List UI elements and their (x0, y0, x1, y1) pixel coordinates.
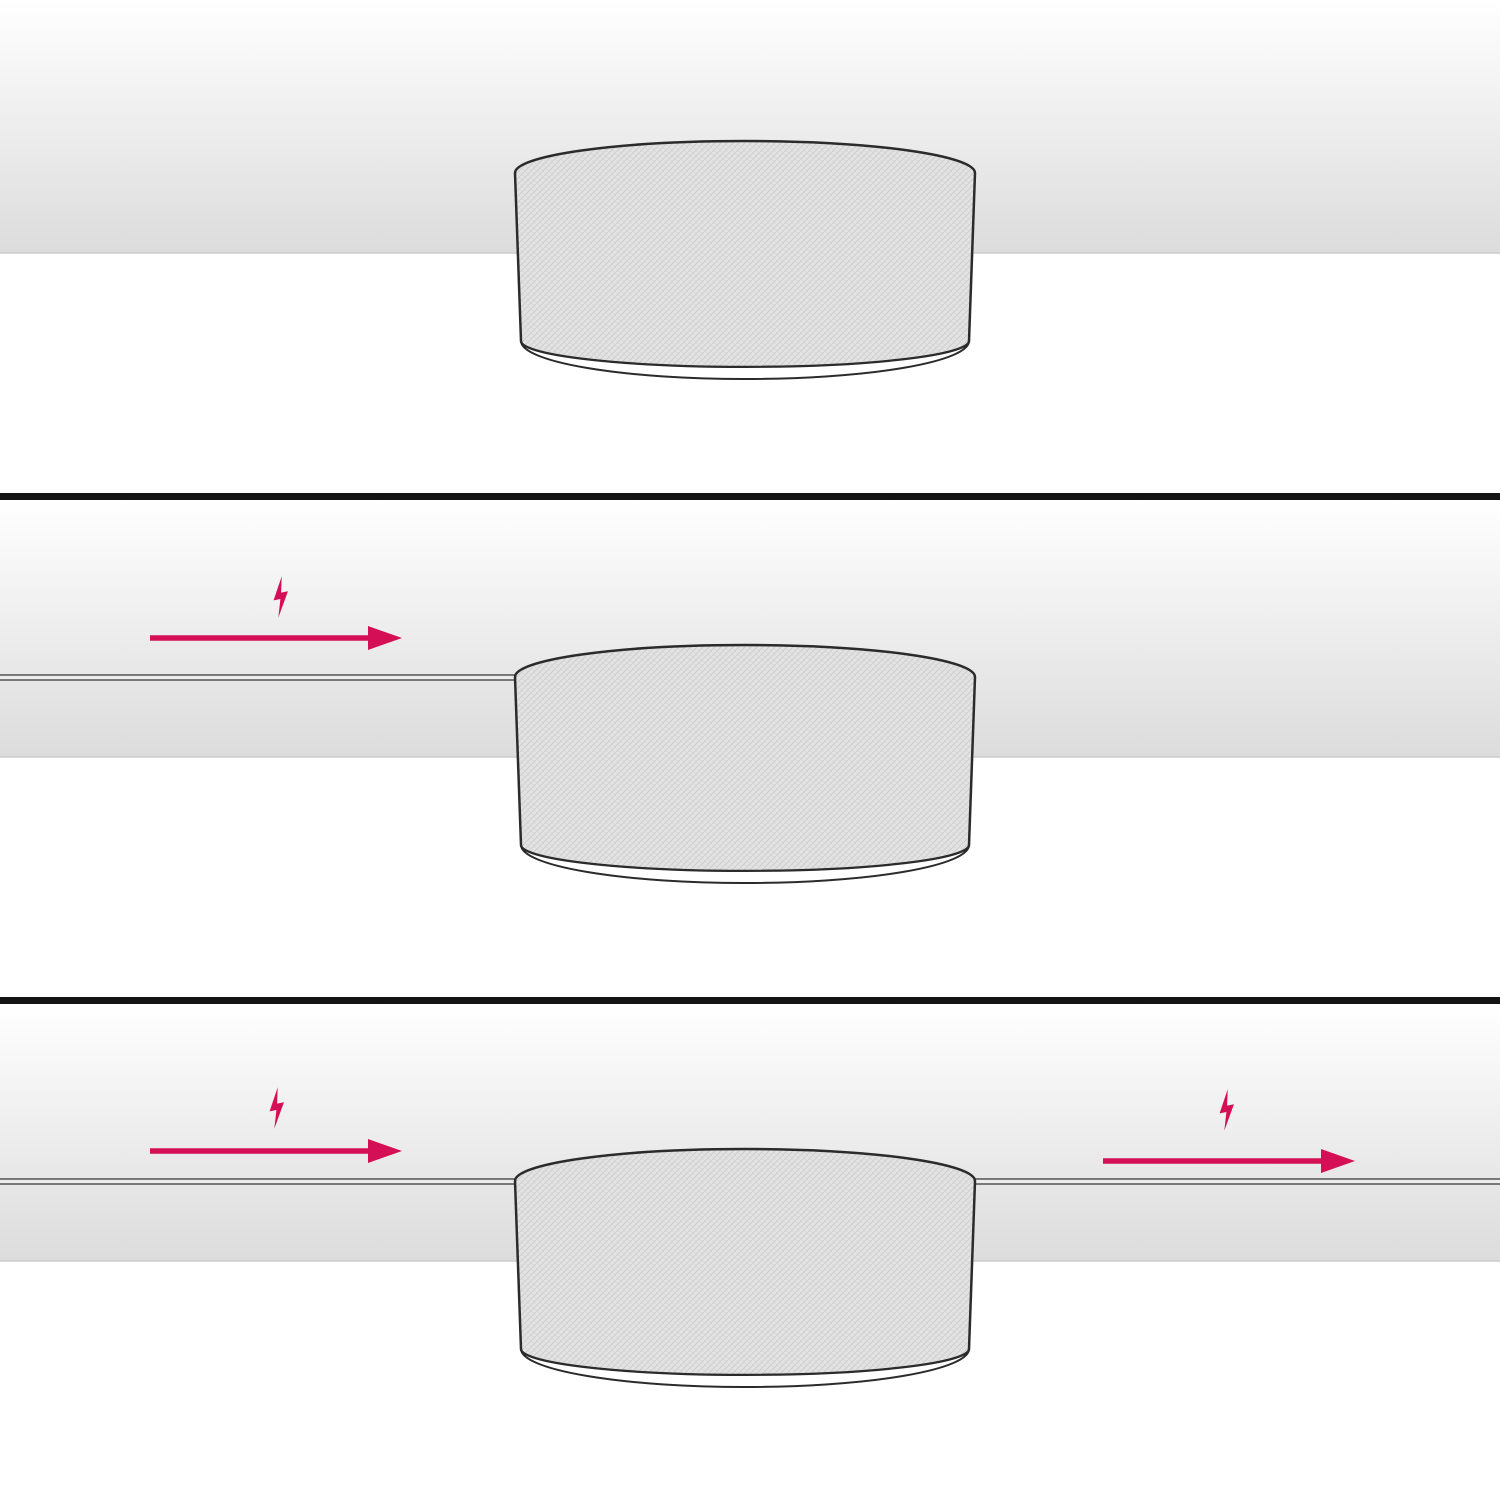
power-cable-in (0, 1178, 519, 1185)
arrow-head (368, 1139, 402, 1163)
separator-line-2 (0, 997, 1500, 1004)
power-cable-in (0, 674, 519, 681)
current-direction-arrow-right (1103, 1089, 1355, 1173)
drum-shade-fabric (513, 1147, 977, 1377)
panel-standalone-lamp (0, 0, 1500, 380)
panel-lamp-pass-through (0, 1004, 1500, 1388)
drum-shade-fabric (513, 139, 977, 369)
current-direction-arrow (150, 576, 402, 650)
current-direction-arrow-left (150, 1087, 402, 1163)
arrow-head (368, 626, 402, 650)
drum-shade (513, 139, 977, 380)
lightning-bolt-icon (273, 576, 288, 618)
drum-shade-fabric (513, 643, 977, 873)
drum-shade-diffuser (520, 844, 970, 884)
lightning-bolt-icon (269, 1087, 284, 1129)
separator-line-1 (0, 493, 1500, 500)
drum-shade (513, 1147, 977, 1388)
lightning-bolt-icon (1219, 1089, 1234, 1131)
arrow-head (1321, 1149, 1355, 1173)
power-cable-out (971, 1178, 1500, 1185)
drum-shade-diffuser (520, 340, 970, 380)
drum-shade-diffuser (520, 1348, 970, 1388)
panel-lamp-power-in (0, 500, 1500, 884)
drum-shade (513, 643, 977, 884)
